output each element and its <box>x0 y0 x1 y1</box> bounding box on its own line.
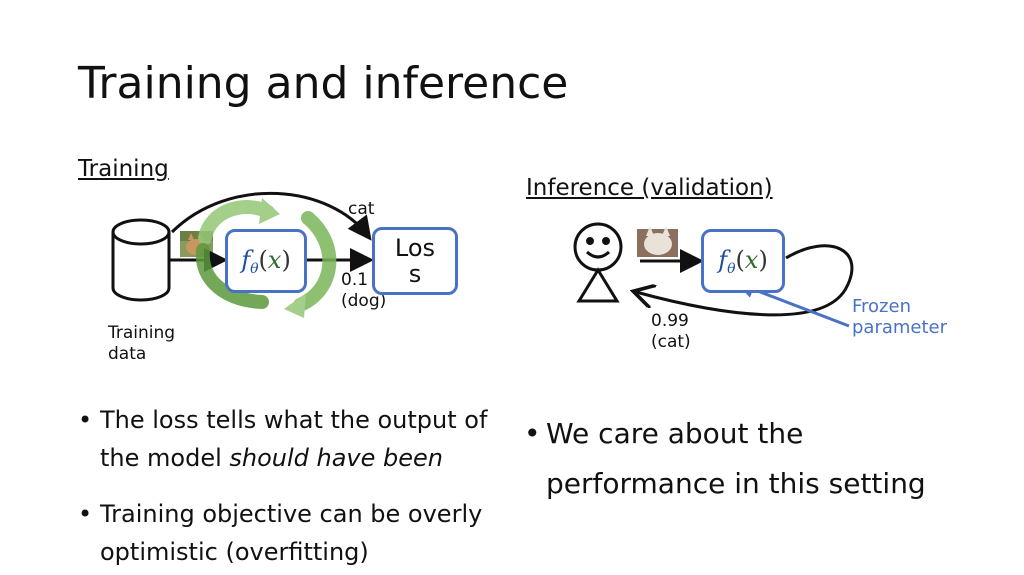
training-bullet-2: • Training objective can be overly optim… <box>78 500 483 566</box>
model-box-inference: fθ(x) <box>701 229 785 293</box>
inference-bullet-1: • We care about the performance in this … <box>524 417 926 500</box>
prediction-label: 0.1 (dog) <box>341 270 387 311</box>
training-bullet-1: • The loss tells what the output of the … <box>78 406 488 472</box>
cat-image-inference <box>637 226 678 257</box>
loss-label: Los s <box>394 234 436 288</box>
frozen-parameter-label: Frozen parameter <box>852 296 948 338</box>
training-data-label: Training data <box>108 323 176 364</box>
model-function-label: fθ(x) <box>241 245 291 277</box>
target-label: cat <box>348 199 375 219</box>
arrow-output-to-person <box>636 244 854 317</box>
person-icon <box>573 222 623 303</box>
inference-prediction-label: 0.99 (cat) <box>651 311 691 352</box>
model-box-training: fθ(x) <box>225 229 307 293</box>
database-icon <box>111 218 171 302</box>
update-cycle-icon <box>195 198 337 318</box>
training-heading: Training <box>78 156 169 182</box>
page-title: Training and inference <box>78 58 569 109</box>
model-function-label-inference: fθ(x) <box>718 245 768 277</box>
loss-box: Los s <box>372 227 458 295</box>
arrow-target-to-loss <box>170 191 372 241</box>
inference-heading: Inference (validation) <box>526 175 773 201</box>
